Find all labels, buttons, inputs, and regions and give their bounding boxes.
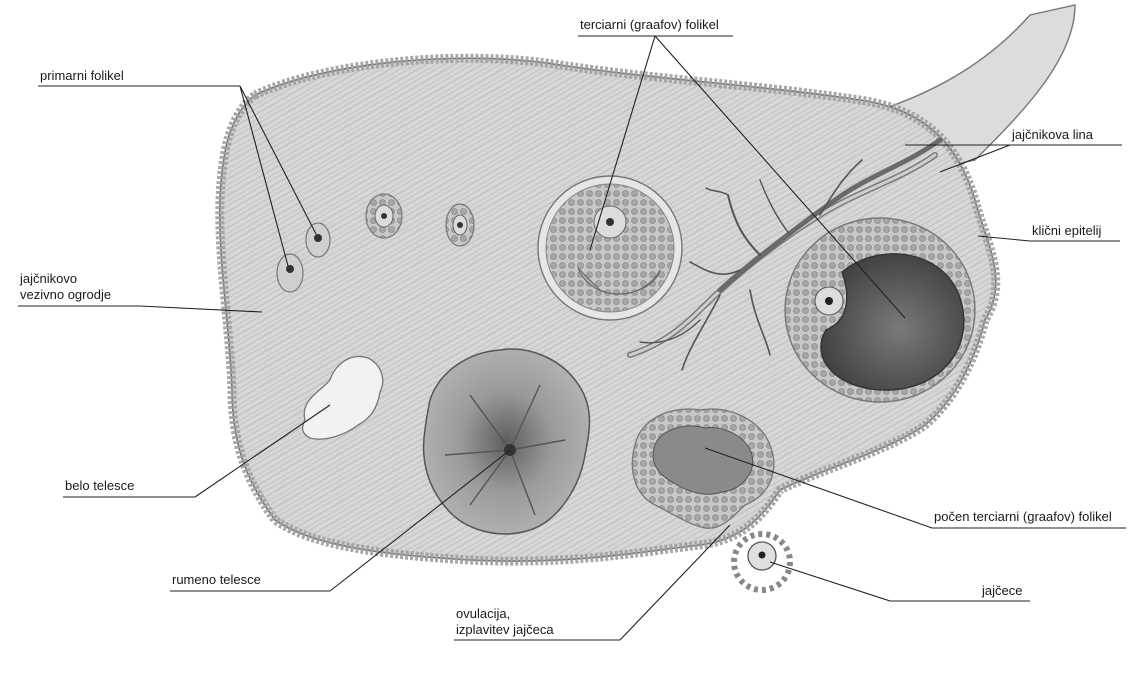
label-belo-telesce: belo telesce bbox=[65, 478, 134, 493]
label-jajcece: jajčece bbox=[981, 583, 1022, 598]
label-ovulacija-line1: ovulacija, bbox=[456, 606, 510, 621]
label-vezivno-ogrodje-line2: vezivno ogrodje bbox=[20, 287, 111, 302]
label-terciarni-folikel: terciarni (graafov) folikel bbox=[580, 17, 719, 32]
leader-jajcece bbox=[770, 562, 890, 601]
label-jajcnikova-lina: jajčnikova lina bbox=[1011, 127, 1094, 142]
label-vezivno-ogrodje-line1: jajčnikovo bbox=[19, 271, 77, 286]
label-ovulacija-line2: izplavitev jajčeca bbox=[456, 622, 554, 637]
released-ovum bbox=[734, 534, 790, 590]
mature-follicle bbox=[785, 218, 975, 402]
label-klicni-epitelij: klični epitelij bbox=[1032, 223, 1101, 238]
label-primarni-folikel: primarni folikel bbox=[40, 68, 124, 83]
label-rumeno-telesce: rumeno telesce bbox=[172, 572, 261, 587]
label-pocen-folikel: počen terciarni (graafov) folikel bbox=[934, 509, 1112, 524]
graafian-follicle bbox=[538, 176, 682, 320]
